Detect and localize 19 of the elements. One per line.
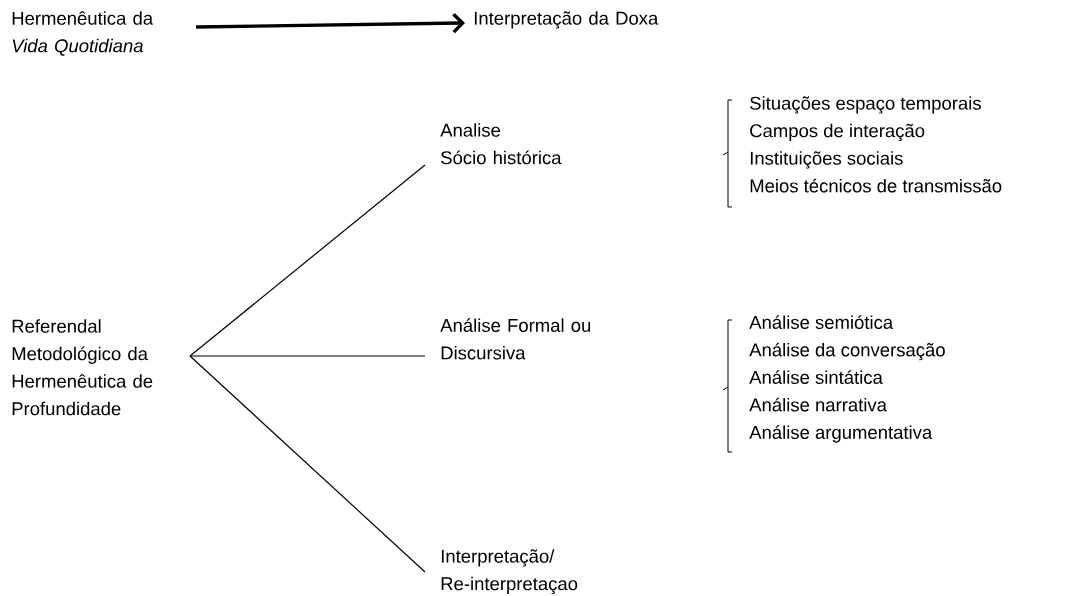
connector-line (189, 355, 426, 573)
list-item: Análise sintática (749, 370, 883, 384)
list-item: Meios técnicos de transmissão (750, 178, 1002, 193)
list-item: Análise da conversação (749, 342, 945, 361)
list-item: Análise narrativa (749, 397, 887, 412)
list-item: Instituições sociais (750, 151, 903, 169)
concept-text: Analise Sócio histórica (440, 123, 562, 165)
list-item: Análise semiótica (749, 315, 894, 329)
connector-line (189, 355, 426, 357)
list-item: Situações espaço temporais (750, 96, 981, 114)
list-item: Campos de interação (750, 123, 925, 141)
list-item: Análise argumentativa (749, 425, 933, 443)
connector-line (196, 12, 465, 34)
concept-text: Referendal Metodológico da Hermenêutica de Profundidade (12, 319, 153, 416)
connector-line (189, 164, 426, 357)
concept-text: Interpretação/ Re-interpretaçao (441, 549, 578, 594)
concept-text: Análise Formal ou Discursiva (440, 318, 591, 360)
concept-text: Interpretação da Doxa (474, 11, 659, 29)
concept-text: Hermenêutica da Vida Quotidiana (12, 11, 154, 56)
